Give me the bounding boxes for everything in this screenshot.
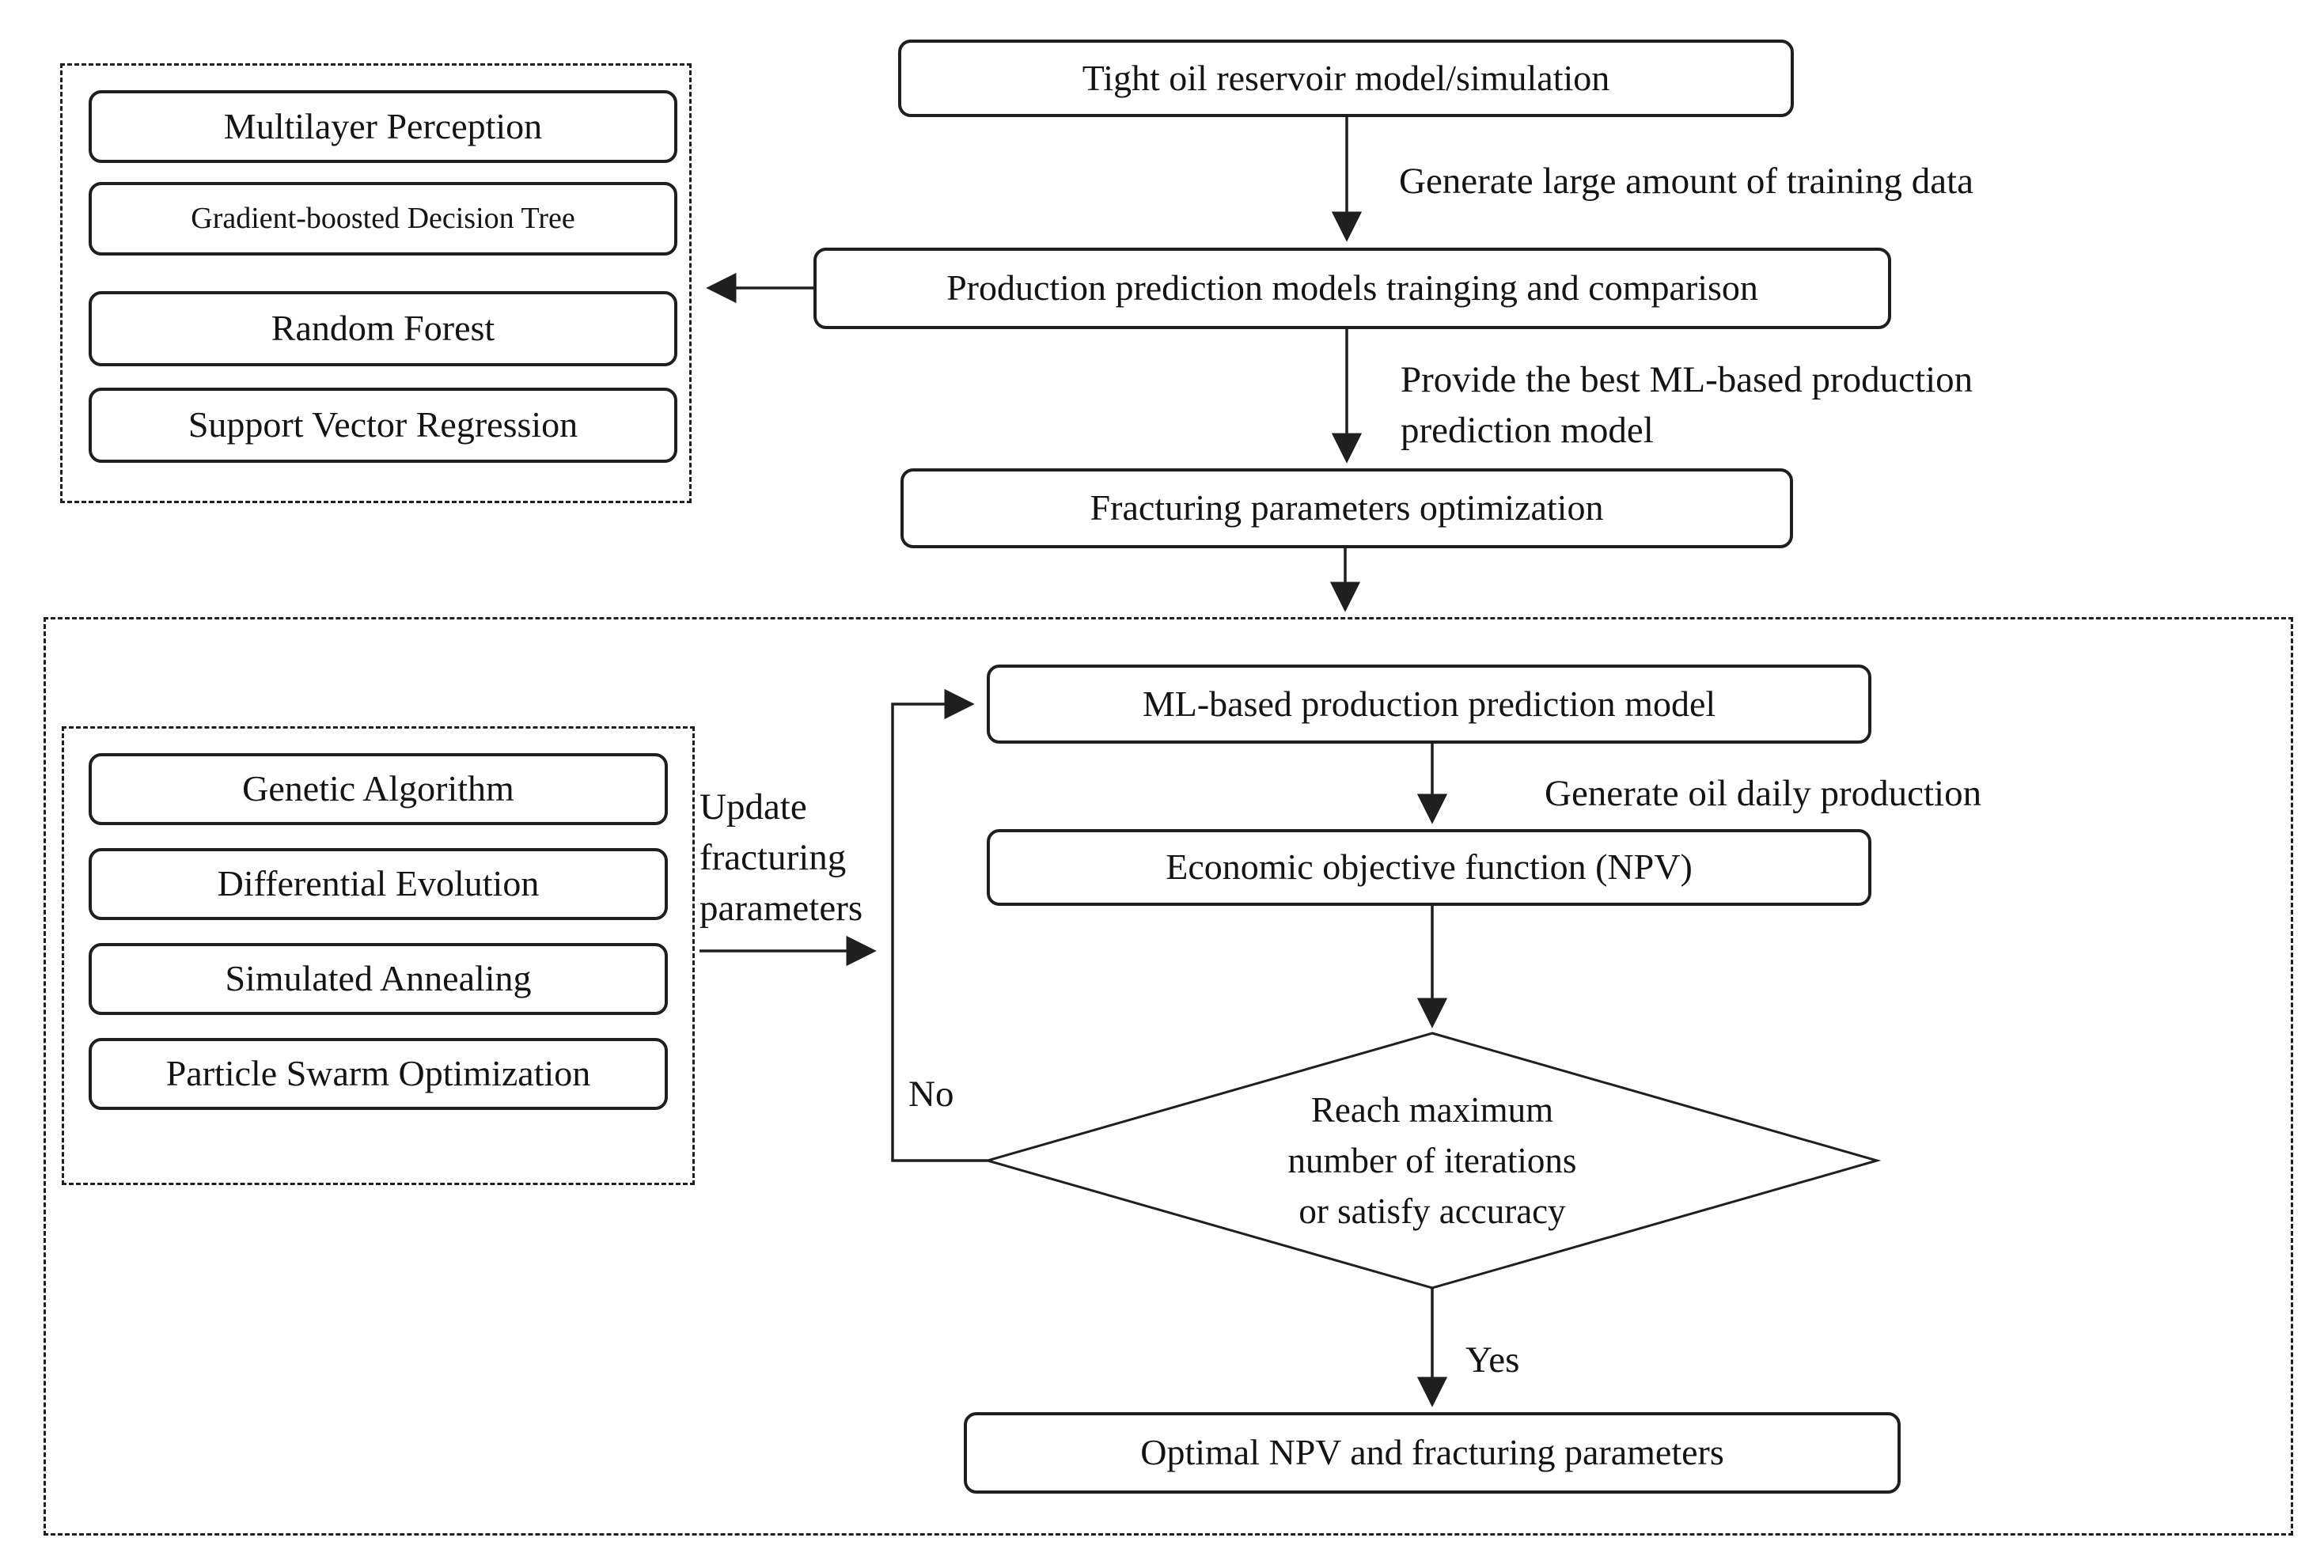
node-random-forest: Random Forest	[89, 291, 677, 366]
edge-label-daily-production: Generate oil daily production	[1545, 773, 1982, 814]
node-npv-objective: Economic objective function (NPV)	[987, 829, 1871, 906]
optimizer-algorithms-group	[62, 726, 695, 1185]
node-prediction-training: Production prediction models trainging a…	[813, 248, 1891, 329]
node-genetic-algorithm: Genetic Algorithm	[89, 753, 668, 825]
decision-line-2: number of iterations	[1287, 1141, 1577, 1180]
node-simulated-annealing: Simulated Annealing	[89, 943, 668, 1015]
edge-label-no: No	[908, 1074, 954, 1115]
edge-label-best-model: Provide the best ML-based production pre…	[1401, 359, 1973, 451]
optimization-loop-group	[44, 617, 2293, 1536]
node-particle-swarm-optimization: Particle Swarm Optimization	[89, 1038, 668, 1110]
node-gradient-boosted-decision-tree: Gradient-boosted Decision Tree	[89, 182, 677, 256]
decision-line-3: or satisfy accuracy	[1298, 1191, 1566, 1231]
node-multilayer-perception: Multilayer Perception	[89, 90, 677, 163]
decision-diamond-label: Reach maximum number of iterations or sa…	[1195, 1085, 1670, 1237]
node-ml-prediction-model: ML-based production prediction model	[987, 665, 1871, 744]
ml-models-group	[60, 63, 692, 503]
decision-line-1: Reach maximum	[1310, 1090, 1554, 1130]
node-reservoir-simulation: Tight oil reservoir model/simulation	[898, 40, 1794, 117]
node-support-vector-regression: Support Vector Regression	[89, 388, 677, 463]
edge-label-update-parameters: Update fracturing parameters	[699, 786, 863, 929]
node-optimal-result: Optimal NPV and fracturing parameters	[964, 1412, 1901, 1494]
node-fracturing-optimization: Fracturing parameters optimization	[900, 468, 1793, 548]
edge-label-yes: Yes	[1465, 1339, 1520, 1381]
node-differential-evolution: Differential Evolution	[89, 848, 668, 920]
edge-label-training-data: Generate large amount of training data	[1399, 161, 1974, 202]
